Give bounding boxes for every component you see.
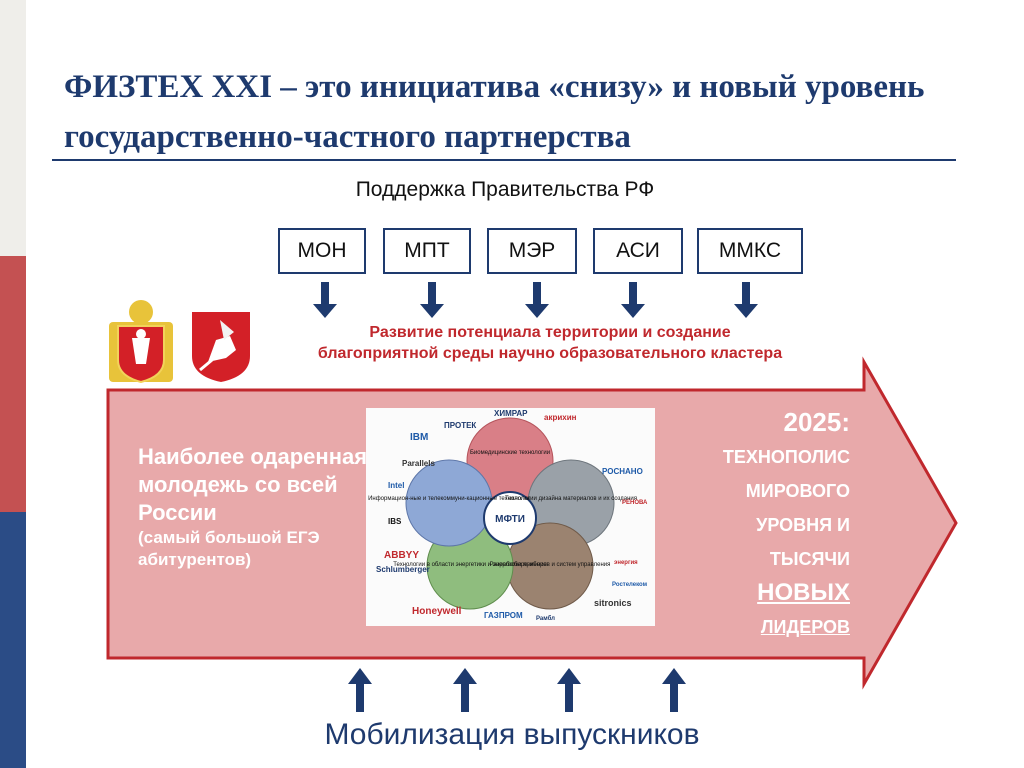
up-arrow-icon: [453, 668, 477, 712]
goal-year: 2025:: [783, 407, 851, 437]
center-label: МФТИ: [495, 514, 525, 525]
petal-label-it: Информацион-ные и телекоммуни-кационные …: [368, 496, 530, 502]
title-rest: это инициатива «снизу» и новый уровень г…: [64, 69, 925, 155]
agency-box-asi: АСИ: [593, 228, 683, 274]
agency-box-mpt: МПТ: [383, 228, 471, 274]
cluster-diagram: МФТИ Биомедицинские технологии Технологи…: [366, 408, 655, 626]
title-bold: ФИЗТЕХ XXI –: [64, 69, 297, 105]
logo-protek: ПРОТЕК: [444, 421, 476, 430]
down-arrow-icon: [420, 282, 444, 318]
goal-line-6: ЛИДЕРОВ: [760, 617, 850, 637]
goal-line-3: УРОВНЯ И: [756, 515, 850, 535]
goal-line-4: ТЫСЯЧИ: [769, 549, 850, 569]
development-line-2: благоприятной среды научно образовательн…: [317, 345, 783, 362]
goal-line-5: НОВЫХ: [757, 579, 850, 606]
development-line-1: Развитие потенциала территории и создани…: [369, 324, 731, 341]
logo-rambler: Рамбл: [536, 615, 555, 622]
title-divider: [52, 159, 956, 161]
up-arrow-icon: [557, 668, 581, 712]
logo-abbyy: ABBYY: [384, 550, 419, 561]
youth-text: Наиболее одаренная молодежь со всей Росс…: [138, 443, 378, 571]
logo-ibm: IBM: [410, 432, 428, 443]
agency-box-mmks: ММКС: [697, 228, 803, 274]
logo-ibs: IBS: [388, 517, 402, 526]
development-statement: Развитие потенциала территории и создани…: [250, 322, 850, 364]
petal-label-materials: Технологии дизайна материалов и их созда…: [505, 495, 637, 502]
agency-box-mon: МОН: [278, 228, 366, 274]
logo-parallels: Parallels: [402, 459, 435, 468]
logo-energiya: энергия: [614, 560, 638, 566]
up-arrow-icon: [662, 668, 686, 712]
logo-rosnano: РОСНАНО: [602, 467, 643, 476]
page-title: ФИЗТЕХ XXI – это инициатива «снизу» и но…: [64, 62, 964, 162]
agency-box-mer: МЭР: [487, 228, 577, 274]
center-circle: [483, 491, 537, 545]
logo-khimrar: ХИМРАР: [494, 409, 528, 418]
down-arrow-icon: [313, 282, 337, 318]
down-arrow-icon: [525, 282, 549, 318]
logo-intel: Intel: [388, 481, 404, 490]
logo-renova: РЕНОВА: [622, 500, 648, 506]
petal-label-energy: Технологии в области энергетики и энерго…: [393, 562, 547, 568]
down-arrow-icon: [734, 282, 758, 318]
cluster-petals: МФТИ Биомедицинские технологии Технологи…: [368, 409, 648, 622]
goal-line-2: МИРОВОГО: [745, 481, 850, 501]
petal-it: [405, 459, 493, 547]
logo-sitronics: sitronics: [594, 598, 632, 608]
stripe-blue: [0, 512, 26, 768]
logo-honeywell: Honeywell: [412, 606, 462, 617]
stripe-red: [0, 256, 26, 512]
down-arrow-icon: [621, 282, 645, 318]
stripe-white: [0, 0, 26, 256]
logo-gazprom: ГАЗПРОМ: [484, 611, 523, 620]
youth-main: Наиболее одаренная молодежь со всей Росс…: [138, 444, 368, 525]
goal-line-1: ТЕХНОПОЛИС: [722, 447, 850, 467]
logo-akrikhin: акрихин: [544, 413, 577, 422]
mobilization-label: Мобилизация выпускников: [324, 718, 700, 751]
goal-text: 2025: ТЕХНОПОЛИС МИРОВОГО УРОВНЯ И ТЫСЯЧ…: [658, 404, 850, 644]
logo-schlumberger: Schlumberger: [376, 565, 430, 574]
moscow-oblast-coat-of-arms-icon: [109, 300, 173, 384]
moscow-coat-of-arms-icon: [192, 312, 250, 382]
youth-note: (самый большой ЕГЭ абитурентов): [138, 528, 320, 569]
petal-label-devices: Разработка приборов и систем управления: [490, 562, 611, 568]
up-arrow-icon: [348, 668, 372, 712]
government-support-label: Поддержка Правительства РФ: [355, 178, 655, 201]
petal-label-bio: Биомедицинские технологии: [470, 450, 550, 456]
logo-rostelecom: Ростелеком: [612, 582, 648, 588]
